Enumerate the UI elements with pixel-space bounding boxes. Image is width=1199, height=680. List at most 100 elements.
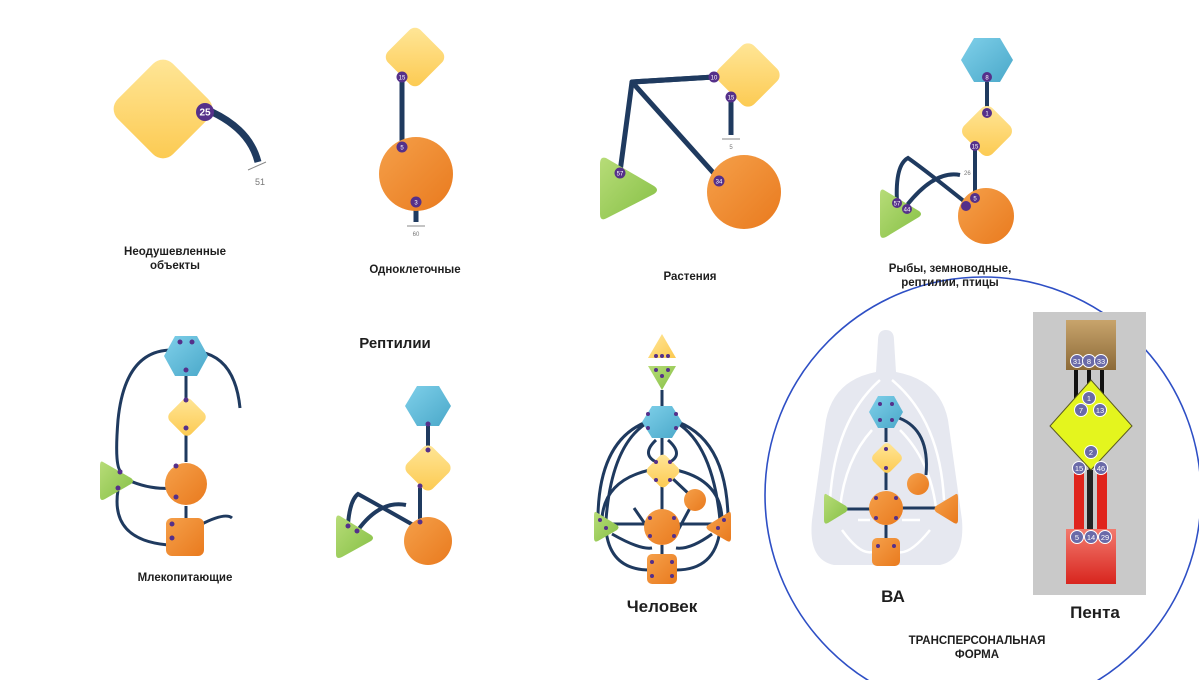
g-center-diamond [385, 27, 445, 87]
diagram-mammals [100, 336, 242, 556]
diagram-fish: 26 8 1 15 5 57 44 [880, 38, 1014, 244]
gate-8-text: 8 [985, 76, 989, 82]
g-center-diamond [716, 43, 780, 107]
svg-text:33: 33 [1097, 357, 1105, 366]
gate-1-badge [982, 108, 992, 118]
spleen-triangle [100, 461, 133, 500]
diagram-penta: 31 8 33 1 7 13 2 15 46 5 14 29 [1033, 312, 1146, 595]
gate-60-label: 60 [413, 232, 420, 238]
spleen-triangle [600, 157, 657, 220]
label-unicellular: Одноклеточные [369, 264, 461, 276]
diagram-reptiles [336, 386, 452, 565]
head-hexagon [164, 336, 208, 376]
va-root-square [872, 538, 900, 566]
reptiles-gate-dots [345, 421, 431, 534]
svg-text:8: 8 [1087, 357, 1091, 366]
channel-10-34 [629, 74, 720, 180]
gate-44-badge [902, 204, 912, 214]
label-inanimate: Неодушевленные объекты [110, 245, 240, 274]
crown-triangle [648, 334, 676, 358]
label-inanimate-line1: Неодушевленные [124, 246, 226, 258]
spleen-triangle [336, 515, 373, 558]
gate-15-text: 15 [972, 145, 979, 151]
diagram-plants: 5 10 15 57 34 [600, 43, 781, 229]
va-gate-dots [874, 402, 898, 548]
svg-text:7: 7 [1079, 406, 1083, 415]
g-center-diamond [168, 398, 206, 436]
human-gate-dots [598, 354, 726, 578]
gate-3-text: 3 [414, 201, 418, 207]
label-transpersonal-line1: ТРАНСПЕРСОНАЛЬНАЯ [908, 635, 1046, 647]
root-square [647, 554, 677, 584]
channel-spleen-sacral-b [356, 502, 407, 532]
transpersonal-circle [764, 276, 1199, 680]
gate-34-badge [961, 201, 971, 211]
sacral-center [379, 137, 453, 211]
gate-44-text: 44 [904, 208, 911, 214]
svg-text:1: 1 [1087, 394, 1091, 403]
gate-8-badge [982, 72, 992, 82]
gate-10-text: 10 [711, 76, 718, 82]
gate-3-badge [410, 196, 422, 208]
gate-5-badge [970, 193, 980, 203]
penta-diamond [1049, 379, 1133, 471]
label-human: Человек [626, 597, 698, 616]
gate-51-tick [247, 161, 267, 171]
spleen-triangle [880, 189, 921, 238]
sacral-center [404, 517, 452, 565]
svg-text:46: 46 [1097, 464, 1105, 473]
va-spleen-triangle [824, 493, 848, 524]
label-fish-line1: Рыбы, земноводные, [888, 263, 1012, 275]
root-square [166, 518, 204, 556]
gate-51-label: 51 [255, 177, 265, 187]
penta-channel-red-mid [1087, 470, 1093, 532]
label-reptiles: Рептилии [359, 335, 431, 352]
diagram-inanimate: 51 25 [113, 59, 267, 187]
head-hexagon [961, 38, 1013, 82]
sacral-center [165, 463, 207, 505]
penta-channel-red-left [1074, 470, 1084, 532]
channel-25-51 [210, 108, 262, 163]
ego-circle [684, 489, 706, 511]
label-transpersonal-line2: ФОРМА [954, 649, 1000, 662]
penta-gate-badges [1070, 354, 1112, 544]
diagram-unicellular: 60 15 5 3 [379, 27, 453, 238]
channel-head-open [199, 350, 242, 409]
channel-44-26 [905, 172, 961, 207]
gate-57-badge [892, 198, 902, 208]
va-throat-hexagon [869, 396, 903, 428]
label-plants: Растения [663, 271, 717, 283]
svg-text:31: 31 [1073, 357, 1081, 366]
va-internal-lines [828, 379, 946, 554]
head-hexagon [405, 386, 451, 426]
gate-15-badge [970, 141, 980, 151]
sacral-center [707, 155, 781, 229]
diagram-human [594, 334, 731, 584]
channel-sacral-open [199, 514, 233, 527]
gate-5-text: 5 [973, 197, 977, 203]
va-sacral-circle [869, 491, 903, 525]
channel-spleen-sacral-a [346, 491, 416, 528]
g-center-diamond [405, 445, 451, 491]
label-mammals: Млекопитающие [137, 572, 233, 584]
va-channel-throat-ego [898, 416, 928, 476]
gate-25-text: 25 [199, 108, 211, 119]
svg-text:13: 13 [1096, 406, 1104, 415]
diagram-va [811, 330, 963, 566]
gate-57-text: 57 [617, 172, 624, 178]
mammals-gate-dots [115, 339, 195, 541]
label-va: ВА [881, 587, 905, 606]
label-fish: Рыбы, земноводные, рептилии, птицы [865, 262, 1035, 291]
gate-15-badge [396, 71, 408, 83]
penta-channel-red-right [1097, 470, 1107, 532]
channel-head-spleen [115, 348, 173, 474]
penta-gate-texts: 31 8 33 1 7 13 2 15 46 5 14 29 [1073, 357, 1109, 542]
va-g-diamond [872, 443, 902, 473]
gate-15-text: 15 [399, 76, 406, 82]
gate-34-text: 34 [716, 180, 723, 186]
human-outer-channels [596, 390, 730, 572]
gate-15-badge [725, 91, 737, 103]
va-ego-circle [907, 473, 929, 495]
gate-5-label: 5 [729, 145, 733, 151]
svg-text:5: 5 [1075, 533, 1079, 542]
